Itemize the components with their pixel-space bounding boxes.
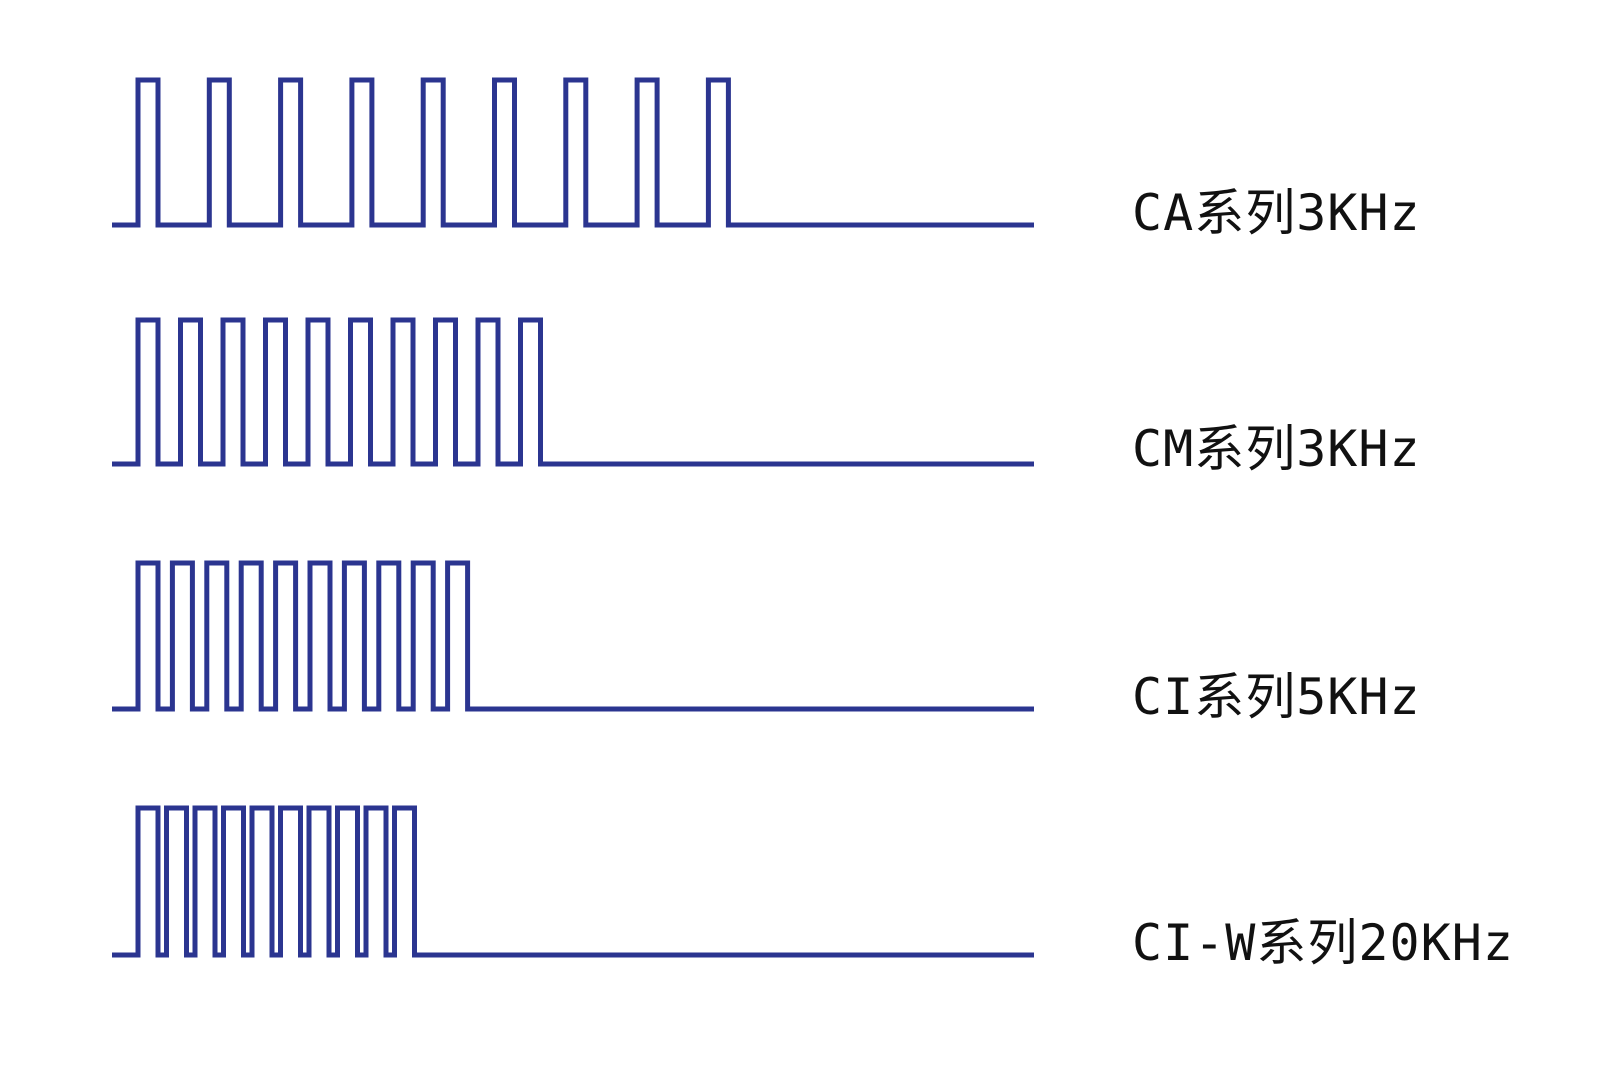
label-cm-series: CM系列3KHz: [1132, 420, 1421, 478]
label-ci-series: CI系列5KHz: [1132, 668, 1421, 726]
label-ca-series: CA系列3KHz: [1132, 184, 1421, 242]
waveform-ca-series: [112, 77, 1034, 228]
waveform-ci-series: [112, 560, 1034, 712]
label-ci-w-series: CI-W系列20KHz: [1132, 914, 1514, 972]
waveform-ci-w-series: [112, 805, 1034, 958]
waveform-cm-series: [112, 317, 1034, 467]
